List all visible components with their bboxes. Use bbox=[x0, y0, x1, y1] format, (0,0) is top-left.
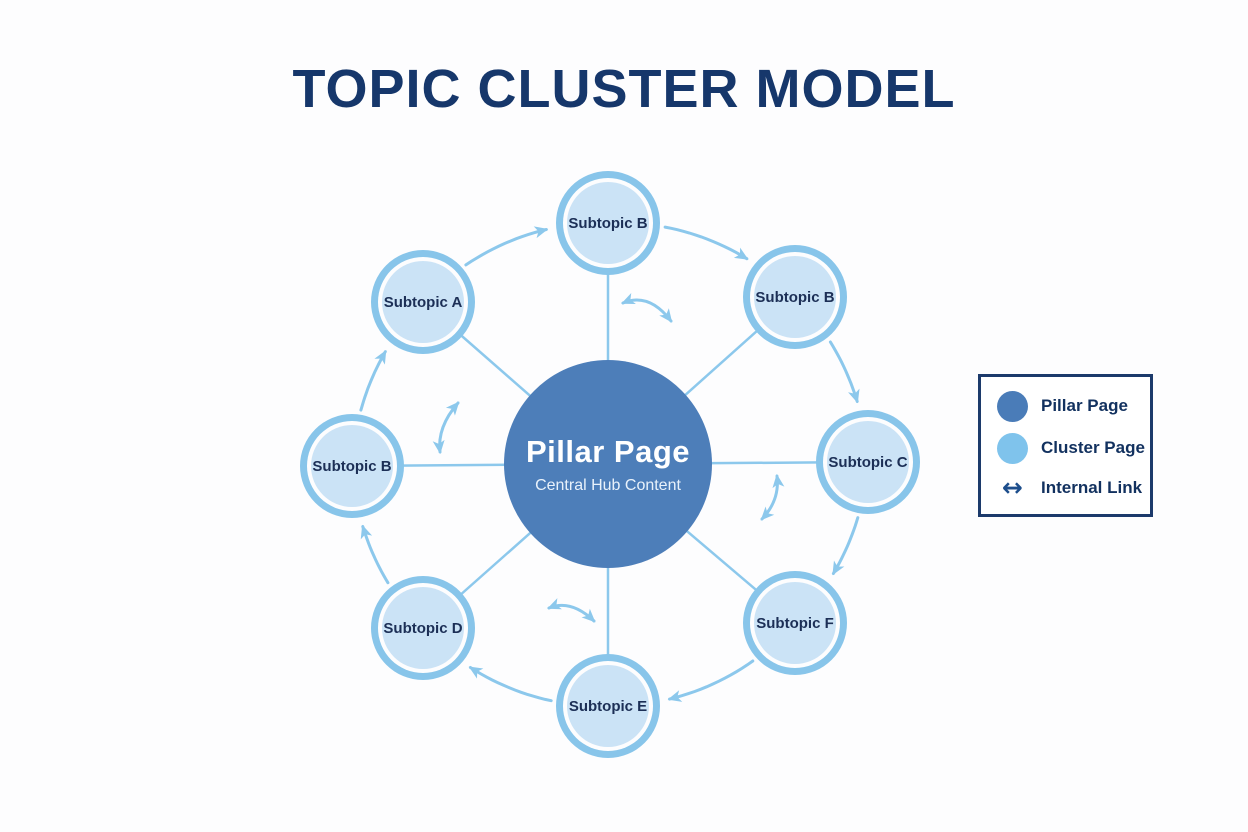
cluster-node-label: Subtopic C bbox=[828, 453, 908, 471]
cluster-node-label: Subtopic B bbox=[568, 214, 648, 232]
cluster-node-label: Subtopic D bbox=[383, 619, 463, 637]
pillar-page-label: Pillar Page bbox=[525, 433, 691, 469]
legend: Pillar Page Cluster Page ↔ Internal Link bbox=[978, 374, 1153, 517]
cluster-node-1: Subtopic B bbox=[567, 182, 649, 264]
legend-item-cluster-page: Cluster Page bbox=[997, 432, 1146, 464]
cluster-node-8: Subtopic A bbox=[382, 261, 464, 343]
cluster-link-arc bbox=[464, 226, 549, 267]
cluster-node-label: Subtopic A bbox=[383, 293, 463, 311]
cluster-link-arc bbox=[359, 349, 387, 412]
pillar-page-sublabel: Central Hub Content bbox=[535, 476, 681, 494]
cluster-node-label: Subtopic B bbox=[755, 288, 835, 306]
internal-link-arrow bbox=[760, 474, 785, 521]
internal-link-arrow bbox=[432, 401, 460, 454]
double-arrow-icon: ↔ bbox=[1002, 473, 1023, 503]
pillar-page-swatch-icon bbox=[997, 390, 1028, 422]
pillar-page-node: Pillar Page Central Hub Content bbox=[504, 360, 712, 568]
cluster-node-6: Subtopic D bbox=[382, 587, 464, 669]
cluster-node-label: Subtopic E bbox=[568, 697, 648, 715]
cluster-node-3: Subtopic C bbox=[827, 421, 909, 503]
cluster-link-arc bbox=[663, 225, 749, 261]
cluster-link-arc bbox=[828, 340, 860, 404]
cluster-link-arc bbox=[360, 524, 390, 585]
cluster-node-5: Subtopic E bbox=[567, 665, 649, 747]
cluster-node-4: Subtopic F bbox=[754, 582, 836, 664]
legend-item-internal-link: ↔ Internal Link bbox=[997, 475, 1146, 500]
internal-link-arrow bbox=[621, 292, 673, 323]
legend-label-cluster-page: Cluster Page bbox=[1041, 438, 1145, 458]
cluster-link-arc bbox=[667, 659, 755, 702]
diagram-title: TOPIC CLUSTER MODEL bbox=[292, 59, 956, 119]
legend-label-internal-link: Internal Link bbox=[1041, 477, 1143, 497]
cluster-node-7: Subtopic B bbox=[311, 425, 393, 507]
cluster-page-swatch-icon bbox=[997, 432, 1028, 464]
legend-label-pillar-page: Pillar Page bbox=[1041, 396, 1128, 416]
cluster-node-2: Subtopic B bbox=[754, 256, 836, 338]
cluster-node-label: Subtopic B bbox=[312, 457, 392, 475]
cluster-node-label: Subtopic F bbox=[756, 614, 834, 632]
cluster-link-arc bbox=[831, 516, 860, 576]
internal-link-arrow bbox=[547, 598, 596, 623]
cluster-link-arc bbox=[468, 666, 553, 703]
legend-item-pillar-page: Pillar Page bbox=[997, 390, 1146, 422]
